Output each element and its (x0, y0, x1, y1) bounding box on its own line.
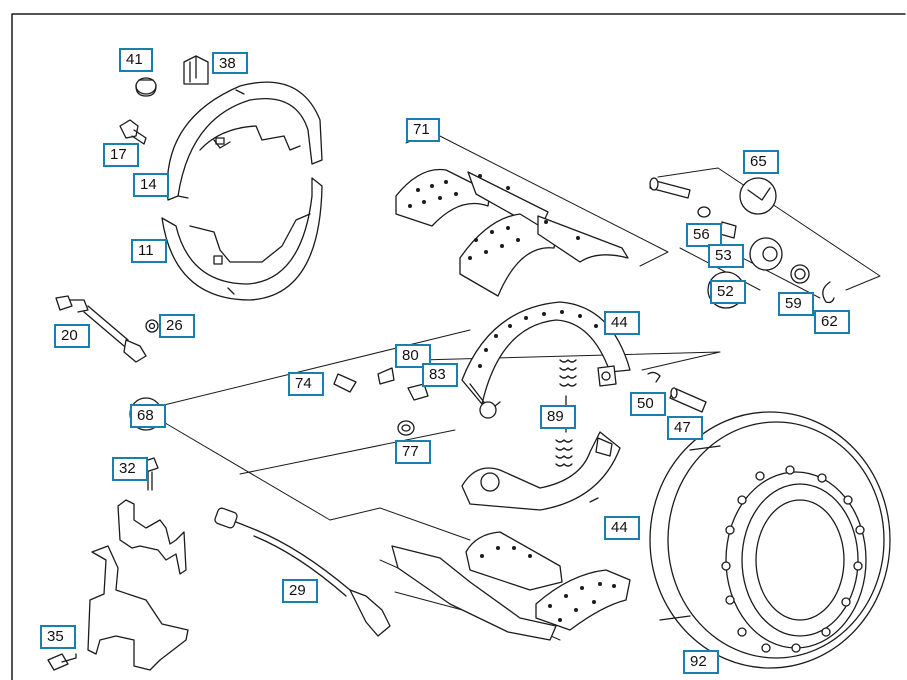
dust-shield (161, 81, 323, 301)
callout-74[interactable]: 74 (288, 372, 324, 396)
callout-41[interactable]: 41 (119, 48, 153, 72)
callout-77[interactable]: 77 (395, 440, 431, 464)
small-parts (333, 367, 707, 436)
callout-53[interactable]: 53 (708, 244, 744, 268)
lining-lower (391, 531, 631, 641)
callout-56[interactable]: 56 (686, 223, 722, 247)
callout-92[interactable]: 92 (683, 650, 719, 674)
callout-11[interactable]: 11 (131, 239, 167, 263)
callout-59[interactable]: 59 (778, 292, 814, 316)
callout-29[interactable]: 29 (282, 579, 318, 603)
sensor-bracket (117, 499, 187, 575)
callout-44-upper[interactable]: 44 (604, 311, 640, 335)
bolt-17 (119, 119, 147, 145)
brake-shoe-upper (461, 301, 631, 419)
grommet-26 (145, 319, 159, 333)
callout-50[interactable]: 50 (630, 392, 666, 416)
callout-38[interactable]: 38 (212, 52, 248, 74)
callout-83[interactable]: 83 (422, 363, 458, 387)
plug-41 (135, 77, 157, 97)
lining-upper (395, 168, 629, 297)
callout-14[interactable]: 14 (133, 173, 169, 197)
callout-71[interactable]: 71 (406, 118, 440, 142)
mount-plate (47, 545, 189, 671)
callout-47[interactable]: 47 (667, 416, 703, 440)
callout-65[interactable]: 65 (743, 150, 779, 174)
brake-drum (649, 411, 891, 669)
brake-shoe-lower (461, 431, 621, 511)
callout-35[interactable]: 35 (40, 625, 76, 649)
callout-68[interactable]: 68 (130, 404, 166, 428)
callout-89[interactable]: 89 (540, 405, 576, 429)
callout-52[interactable]: 52 (710, 280, 746, 304)
clip-38 (183, 55, 209, 85)
frame-border (11, 13, 906, 680)
sensor-29 (214, 507, 391, 637)
callout-44-lower[interactable]: 44 (604, 516, 640, 540)
callout-20[interactable]: 20 (54, 324, 90, 348)
sensor-20 (55, 295, 147, 363)
callout-62[interactable]: 62 (814, 310, 850, 334)
callout-32[interactable]: 32 (112, 457, 148, 481)
callout-26[interactable]: 26 (159, 314, 195, 338)
callout-17[interactable]: 17 (103, 143, 139, 167)
